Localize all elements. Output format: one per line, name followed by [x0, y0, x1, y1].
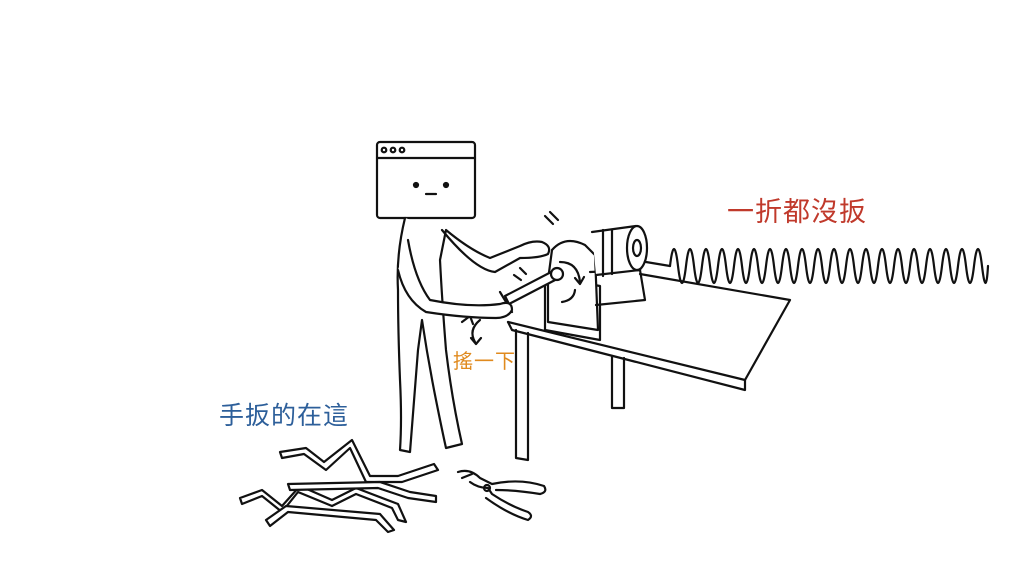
spring-coil: [668, 247, 990, 285]
bent-wires: [238, 438, 440, 534]
table: [506, 272, 792, 462]
hand-bent-label: 手扳的在這: [219, 401, 350, 430]
unbent-spring-label: 一折都沒扳: [727, 197, 867, 228]
stick-figure: [375, 140, 551, 454]
crank-label: 搖一下: [453, 349, 516, 373]
pliers-icon: [456, 469, 547, 522]
winding-machine: [543, 224, 672, 342]
browser-window-head-icon: [375, 140, 477, 220]
